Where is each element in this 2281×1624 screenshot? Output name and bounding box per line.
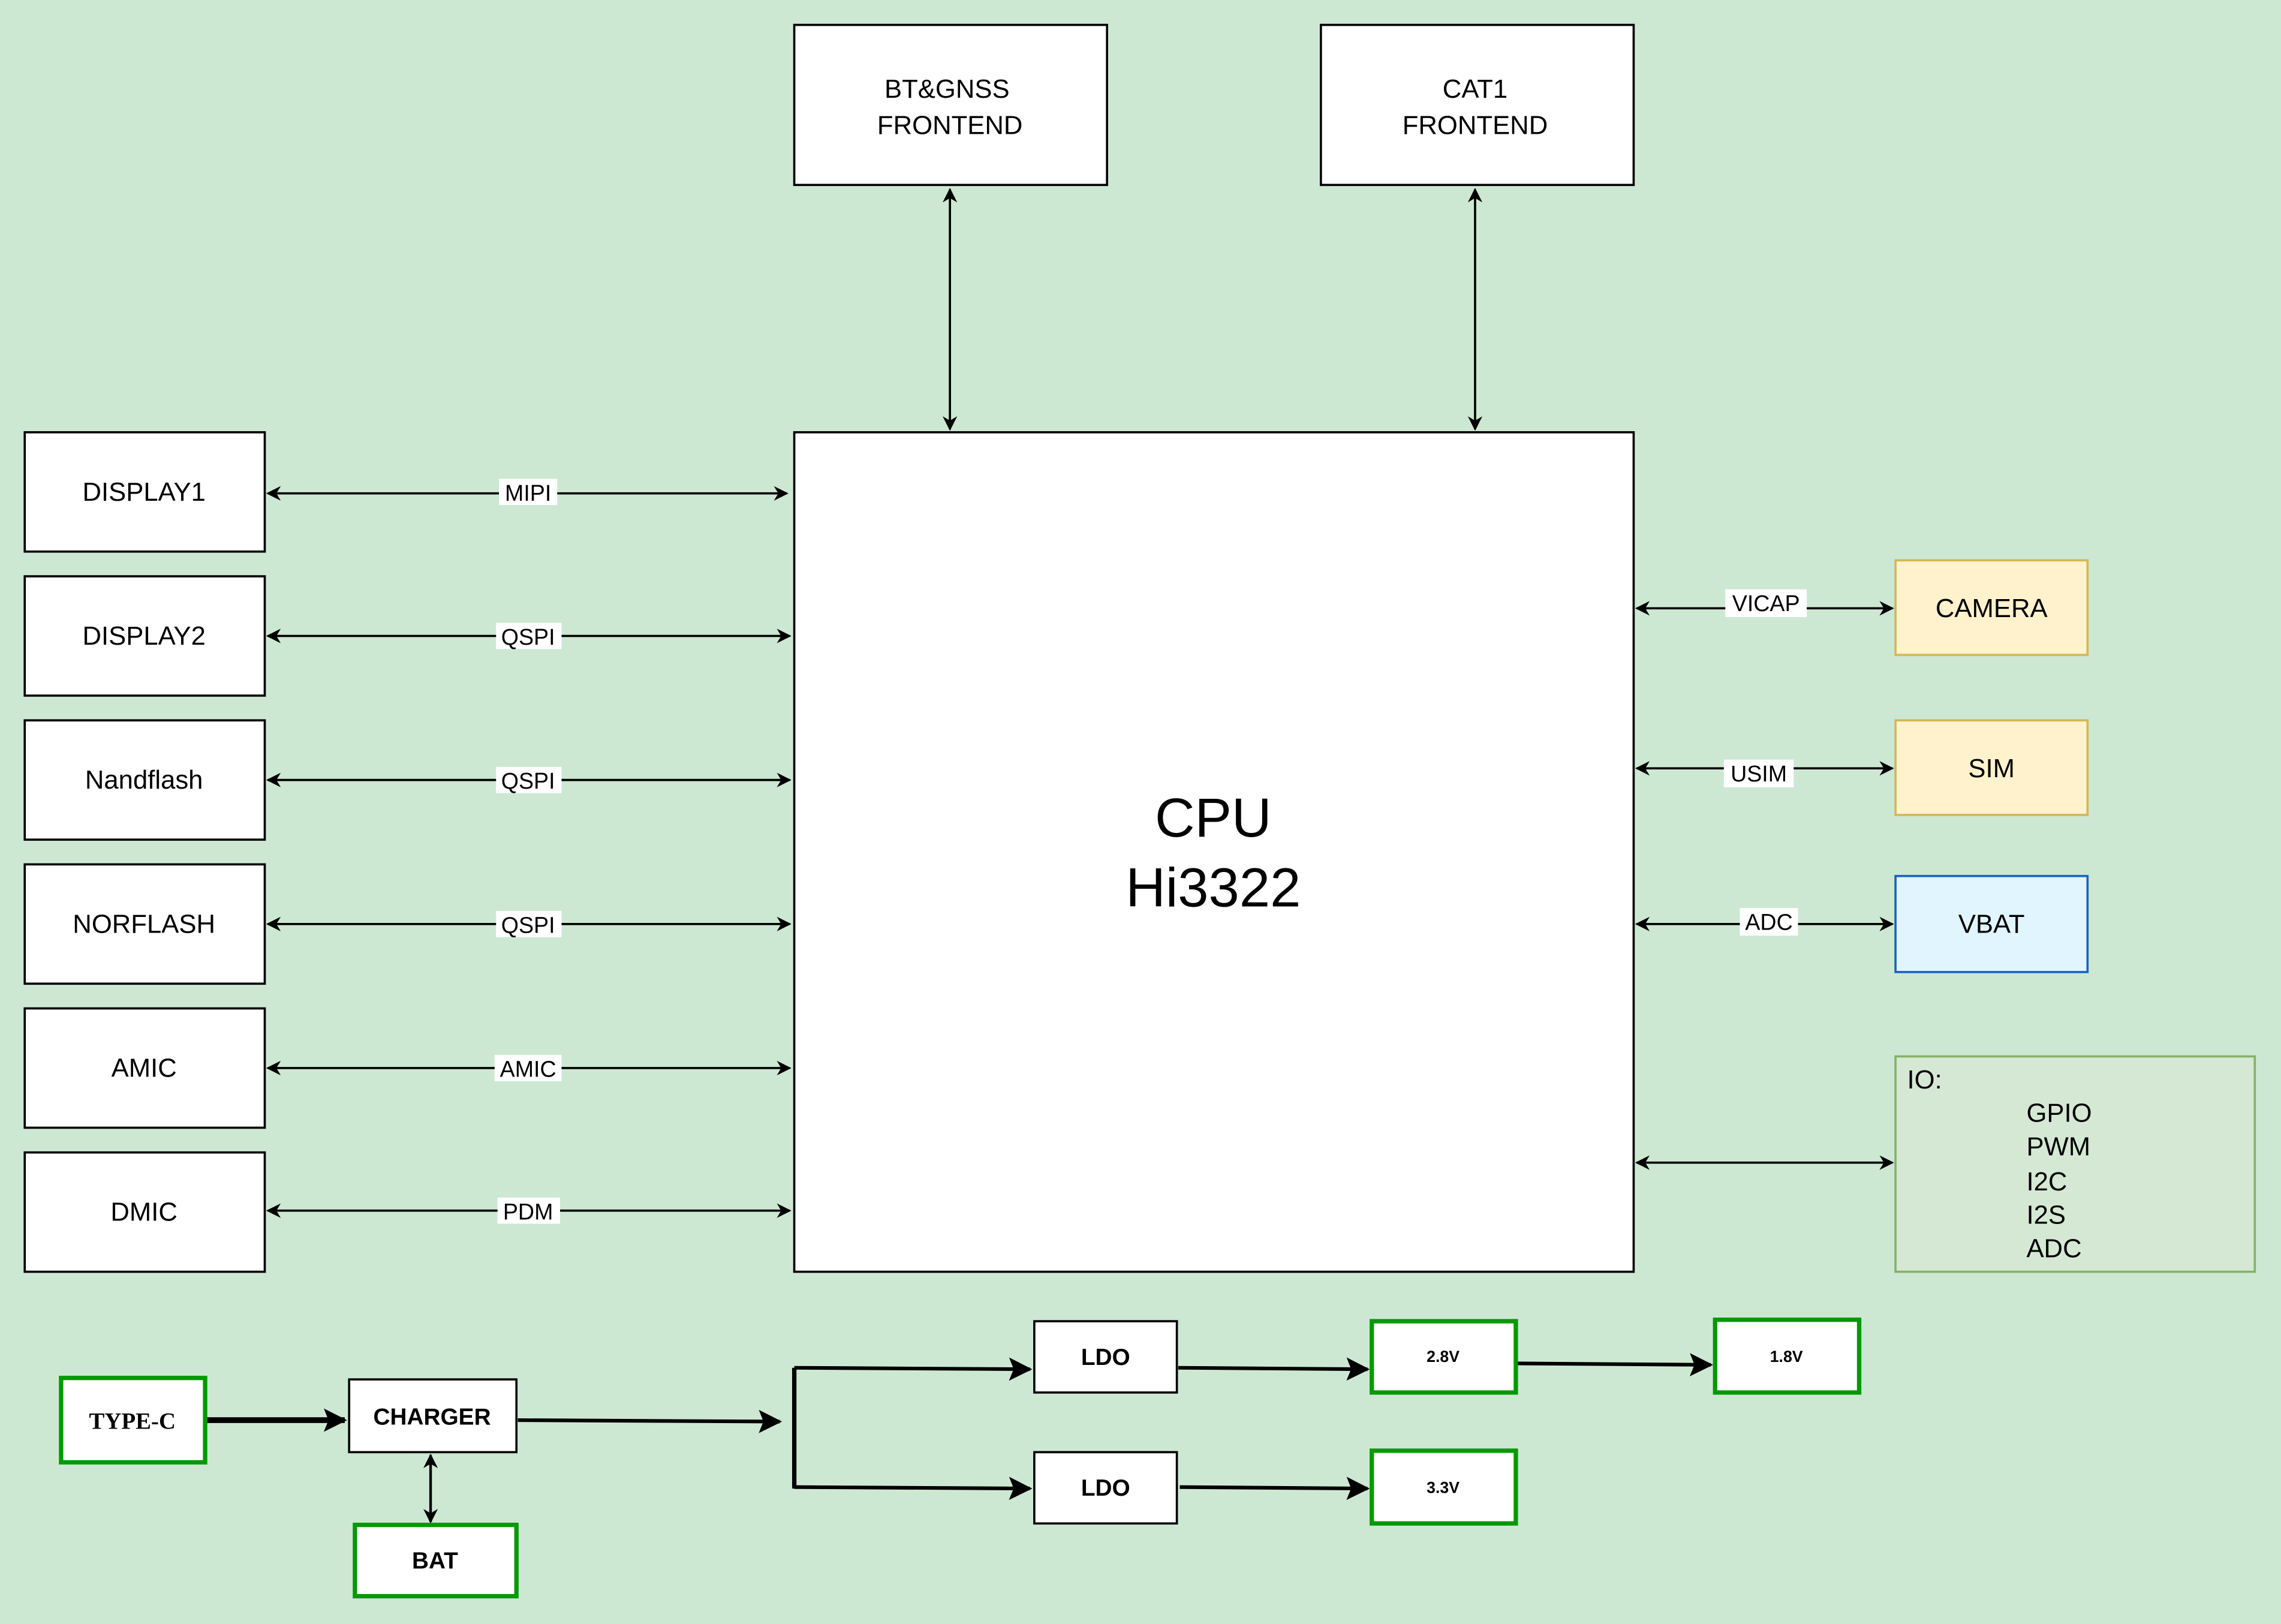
rail-1v8-label: 1.8V — [1770, 1348, 1803, 1366]
cat1-label-line2: FRONTEND — [1403, 110, 1548, 140]
cat1-frontend-block: CAT1 FRONTEND — [1320, 23, 1635, 187]
io-item-pwm: PWM — [2026, 1132, 2090, 1162]
cpu-block: CPU Hi3322 — [793, 431, 1635, 1273]
sim-block: SIM — [1894, 719, 2089, 816]
ldo1-block: LDO — [1033, 1320, 1178, 1394]
charger-label: CHARGER — [373, 1404, 490, 1430]
io-block: IO: GPIO PWM I2C I2S ADC — [1894, 1055, 2256, 1273]
sim-label: SIM — [1968, 754, 2015, 783]
bus-ldo2-arrow — [794, 1476, 1033, 1500]
display2-qspi-label: QSPI — [501, 624, 555, 649]
cpu-label: CPU — [1155, 787, 1272, 849]
io-item-gpio: GPIO — [2026, 1099, 2092, 1128]
nandflash-qspi-label: QSPI — [501, 768, 555, 793]
ldo1-label: LDO — [1081, 1345, 1130, 1370]
mipi-link-label: MIPI — [505, 480, 551, 506]
link-labels: MIPI QSPI QSPI QSPI AMIC PDM VICAP USIM … — [494, 479, 1807, 1224]
typec-label: TYPE-C — [89, 1409, 176, 1434]
cpu-model-label: Hi3322 — [1126, 857, 1301, 919]
display1-block: DISPLAY1 — [23, 431, 266, 553]
cat1-label-line1: CAT1 — [1443, 74, 1507, 104]
io-item-adc: ADC — [2026, 1234, 2081, 1263]
io-item-i2c: I2C — [2026, 1167, 2067, 1196]
28v-18v-arrow — [1517, 1353, 1713, 1377]
norflash-block: NORFLASH — [23, 863, 266, 985]
nandflash-block: Nandflash — [23, 719, 266, 841]
ldo2-block: LDO — [1033, 1451, 1178, 1525]
nandflash-label: Nandflash — [85, 765, 203, 795]
io-item-i2s: I2S — [2026, 1201, 2066, 1230]
io-title: IO: — [1907, 1065, 1942, 1094]
amic-block: AMIC — [23, 1007, 266, 1129]
display2-label: DISPLAY2 — [82, 621, 205, 651]
pdm-link-label: PDM — [503, 1199, 553, 1224]
rail-1v8-block: 1.8V — [1713, 1318, 1862, 1395]
rail-3v3-label: 3.3V — [1427, 1478, 1460, 1496]
dmic-block: DMIC — [23, 1151, 266, 1273]
usim-link-label: USIM — [1731, 761, 1787, 786]
norflash-qspi-label: QSPI — [501, 912, 555, 937]
bt-gnss-label-line1: BT&GNSS — [884, 74, 1010, 104]
vbat-block: VBAT — [1894, 874, 2089, 973]
bt-gnss-frontend-block: BT&GNSS FRONTEND — [793, 23, 1109, 187]
display2-block: DISPLAY2 — [23, 575, 266, 697]
norflash-label: NORFLASH — [73, 909, 215, 939]
amic-label: AMIC — [112, 1054, 177, 1083]
vicap-link-label: VICAP — [1732, 591, 1800, 616]
display1-label: DISPLAY1 — [82, 477, 205, 507]
vbat-label: VBAT — [1958, 909, 2025, 939]
dmic-label: DMIC — [110, 1198, 177, 1227]
bt-gnss-label-line2: FRONTEND — [877, 110, 1023, 140]
rail-3v3-block: 3.3V — [1370, 1448, 1518, 1526]
bat-block: BAT — [353, 1523, 519, 1599]
bus-ldo1-arrow — [794, 1357, 1033, 1381]
rail-2v8-block: 2.8V — [1370, 1319, 1518, 1395]
ldo2-33v-arrow — [1179, 1476, 1370, 1500]
ldo1-28v-arrow — [1178, 1357, 1370, 1381]
ldo2-label: LDO — [1081, 1475, 1130, 1501]
camera-block: CAMERA — [1894, 559, 2089, 656]
bat-label: BAT — [412, 1548, 458, 1574]
amic-link-label: AMIC — [500, 1057, 556, 1082]
adc-link-label: ADC — [1745, 910, 1792, 935]
typec-block: TYPE-C — [59, 1376, 207, 1465]
camera-label: CAMERA — [1936, 594, 2048, 623]
charger-out-arrow — [517, 1409, 783, 1433]
rail-2v8-label: 2.8V — [1427, 1348, 1460, 1366]
charger-block: CHARGER — [348, 1378, 518, 1454]
